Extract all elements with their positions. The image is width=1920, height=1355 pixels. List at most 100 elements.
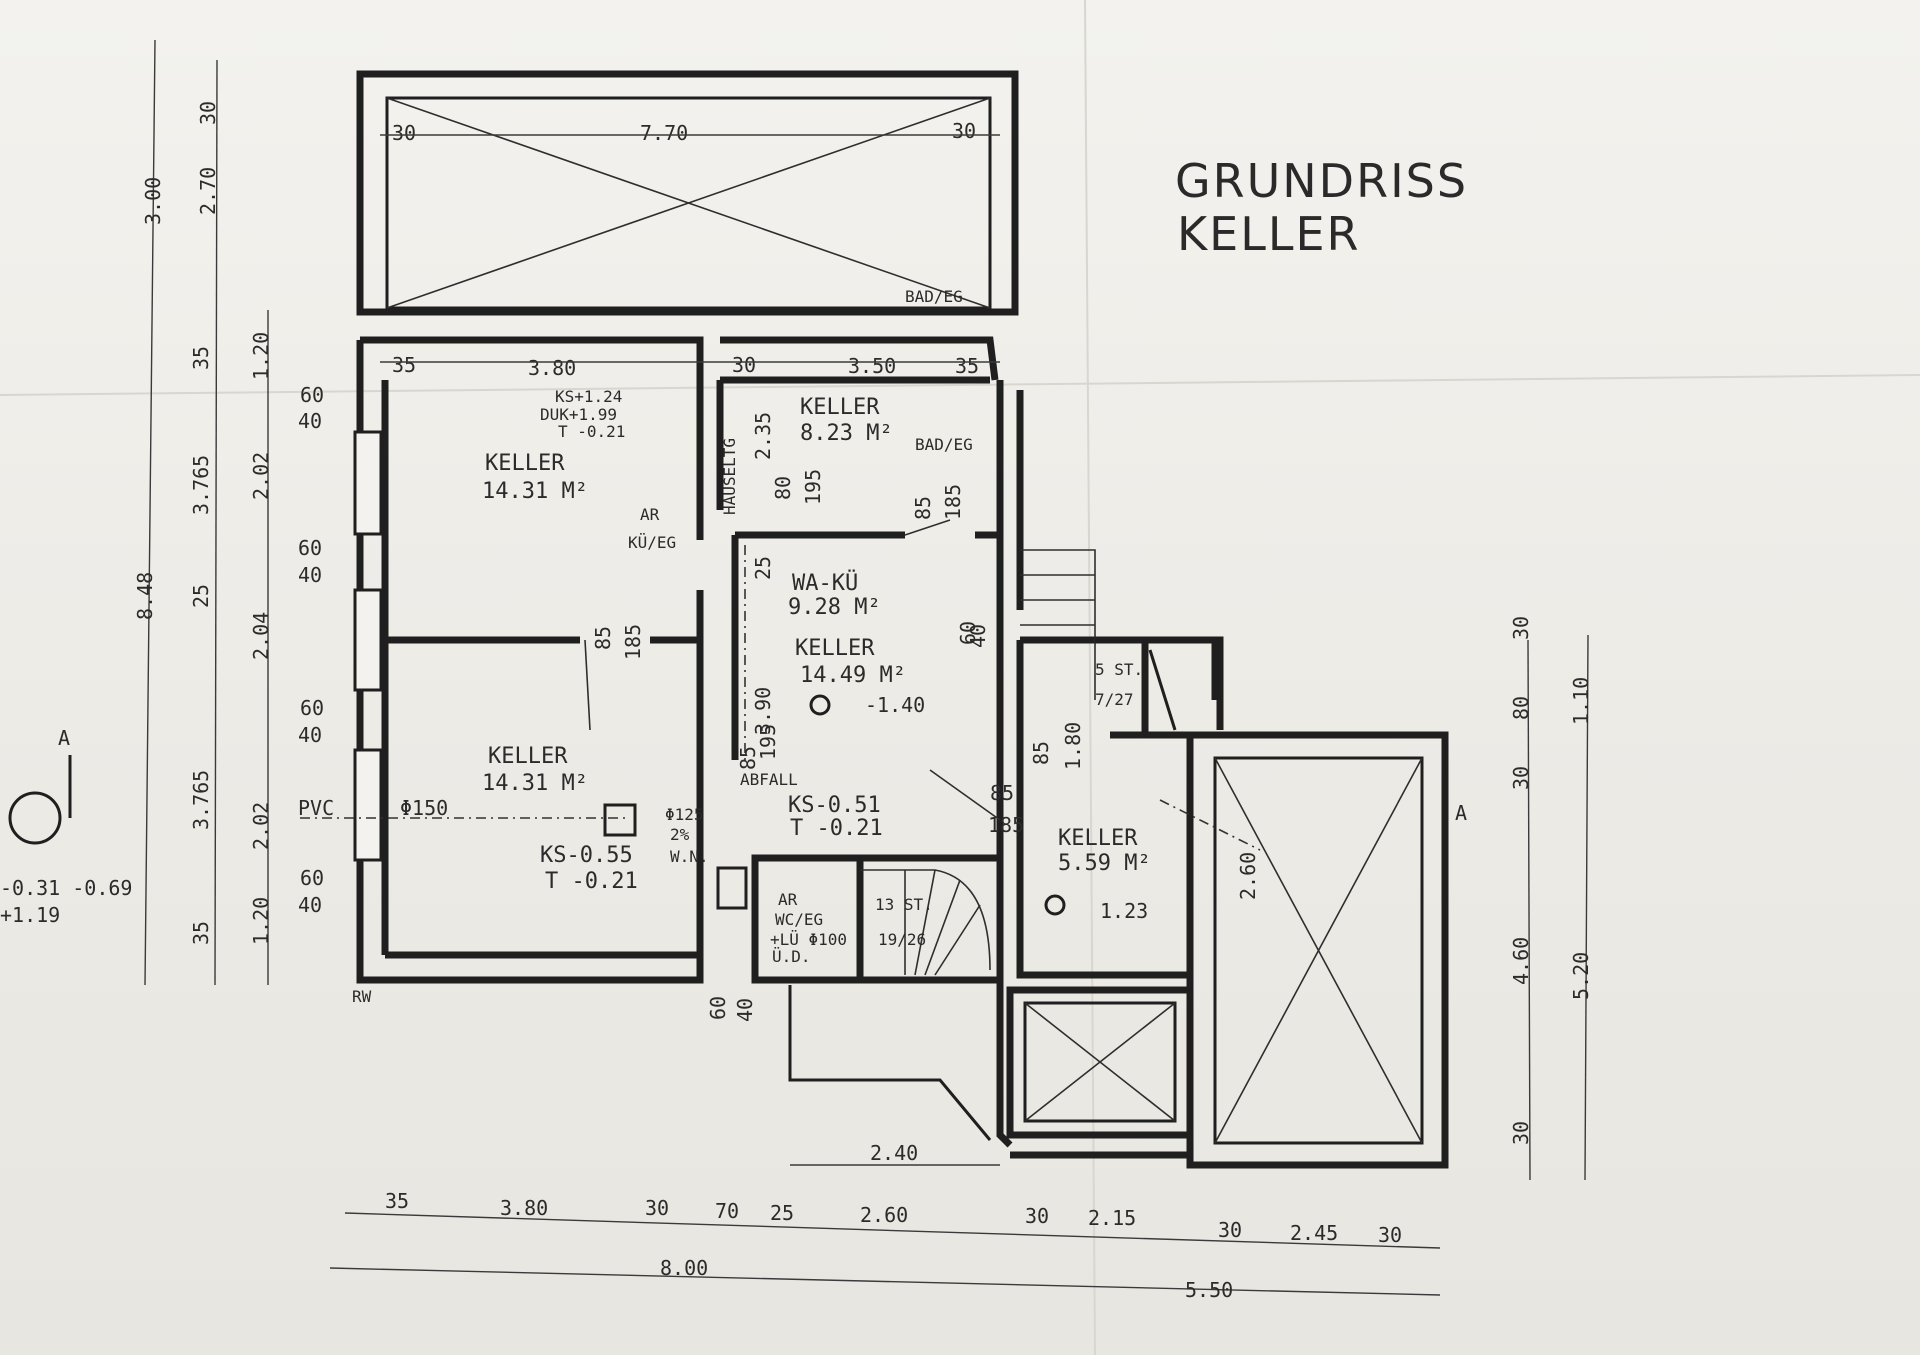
door-swing: [584, 639, 591, 731]
spiral-stair: [860, 869, 991, 971]
note-abfall: ABFALL: [740, 770, 798, 789]
room-keller-ne-name: KELLER: [800, 395, 880, 420]
dim-label: 30: [645, 1196, 669, 1220]
note-bad-eg-top: BAD/EG: [905, 287, 963, 306]
door-swing: [929, 769, 1001, 821]
room-keller-sw-name: KELLER: [488, 744, 568, 769]
stair-wall: [1148, 649, 1177, 731]
outer-wall-west: [356, 340, 704, 984]
section-label-left: A: [58, 726, 70, 750]
dim-label: 185: [988, 813, 1024, 837]
light-well-inner: [385, 96, 992, 310]
room-keller-sw-t: T -0.21: [545, 869, 638, 894]
east-void-outer: [1186, 731, 1449, 1169]
dim-label: 3.50: [848, 354, 896, 378]
room-keller-center-name: KELLER: [795, 636, 875, 661]
outer-wall-north-a: [360, 336, 704, 380]
dim-label: 2.40: [870, 1141, 918, 1165]
east-void-inner: [1213, 756, 1424, 1145]
note-ks-center: KS-0.51: [788, 793, 881, 818]
note-left-levels-1: -0.31 -0.69: [0, 876, 132, 900]
note-stair-13: 13 ST.: [875, 895, 933, 914]
dim-label: 70: [715, 1199, 739, 1223]
wc-label-3: +LÜ Φ100: [770, 930, 847, 949]
dim-label: 80: [1509, 696, 1533, 720]
void-cross: [386, 97, 991, 309]
void-cross: [1024, 1002, 1176, 1122]
dim-label: 30: [952, 119, 976, 143]
dim-label: 2.60: [860, 1203, 908, 1227]
dim-label: 1.20: [249, 332, 273, 380]
dim-label: 60: [298, 536, 322, 560]
dim-label: 40: [733, 998, 757, 1022]
dim-label: 60: [300, 866, 324, 890]
dim-label: 40: [298, 723, 322, 747]
dim-label: 195: [756, 724, 780, 760]
dim-label: 25: [751, 556, 775, 580]
room-keller-nw-t: T -0.21: [558, 422, 625, 441]
dim-label: 3.80: [500, 1196, 548, 1220]
south-void-outer: [1006, 986, 1194, 1139]
section-marker-circle: [8, 791, 62, 845]
dim-label: 35: [385, 1189, 409, 1213]
dim-label: 3.765: [189, 455, 213, 515]
light-well-outer-wall: [356, 70, 1019, 316]
dim-label: 3.80: [528, 356, 576, 380]
dim-label: 85: [911, 496, 935, 520]
room-wakue-name: WA-KÜ: [792, 570, 858, 596]
dim-label: 85: [591, 626, 615, 650]
dim-label: 25: [770, 1201, 794, 1225]
note-kueg: KÜ/EG: [628, 533, 676, 552]
dim-line: [1527, 639, 1531, 1181]
dim-label: 25: [189, 584, 213, 608]
dim-label: 80: [771, 476, 795, 500]
note-pvc: PVC: [298, 796, 334, 820]
south-void-wall: [1010, 1135, 1194, 1159]
section-label-right: A: [1455, 801, 1467, 825]
dim-line: [144, 39, 156, 986]
dim-label: 2.02: [249, 452, 273, 500]
plan-title-line2: KELLER: [1177, 207, 1361, 261]
dim-label: 4.60: [1509, 937, 1533, 985]
dim-label: 2.02: [249, 802, 273, 850]
dim-label: 185: [621, 624, 645, 660]
note-hauseltg: HAUSELTG: [720, 438, 739, 515]
note-phi125: Φ125: [665, 805, 704, 824]
dim-label: 40: [298, 563, 322, 587]
room-keller-nw-duk: DUK+1.99: [540, 405, 617, 424]
dim-label: 35: [189, 921, 213, 945]
section-line: [1159, 799, 1261, 851]
note-rw: RW: [352, 987, 372, 1006]
window: [353, 748, 383, 862]
room-keller-center-level: -1.40: [865, 693, 925, 717]
outer-wall-east-a: [996, 380, 1013, 1148]
south-void-inner: [1023, 1001, 1177, 1123]
room-keller-center-area: 14.49 M²: [800, 663, 906, 688]
dim-label: 60: [300, 696, 324, 720]
dim-label: 40: [298, 409, 322, 433]
wc-label-2: WC/EG: [775, 910, 823, 929]
dim-line: [329, 1267, 1441, 1296]
dim-label: 3.00: [141, 177, 165, 225]
dim-label: 30: [732, 353, 756, 377]
wc-room-wall: [751, 854, 1004, 984]
level-marker: [1044, 894, 1066, 916]
dim-label: 1.10: [1569, 677, 1593, 725]
dim-label: 2.60: [1236, 852, 1260, 900]
room-keller-sw-ks: KS-0.55: [540, 843, 633, 868]
dim-label: 85: [990, 781, 1014, 805]
room-keller-e-area: 5.59 M²: [1058, 851, 1151, 876]
dim-label: 30: [1378, 1223, 1402, 1247]
dim-label: 5.20: [1569, 952, 1593, 1000]
dim-label: 30: [1509, 1121, 1533, 1145]
dim-label: 2.45: [1290, 1221, 1338, 1245]
stair-wall: [1095, 636, 1224, 730]
room-keller-e-name: KELLER: [1058, 826, 1138, 851]
spiral-stair-step: [934, 904, 981, 976]
dim-label: 35: [189, 346, 213, 370]
dim-label: 1.20: [249, 897, 273, 945]
dim-line: [214, 59, 218, 986]
dim-label: 40: [966, 624, 990, 648]
